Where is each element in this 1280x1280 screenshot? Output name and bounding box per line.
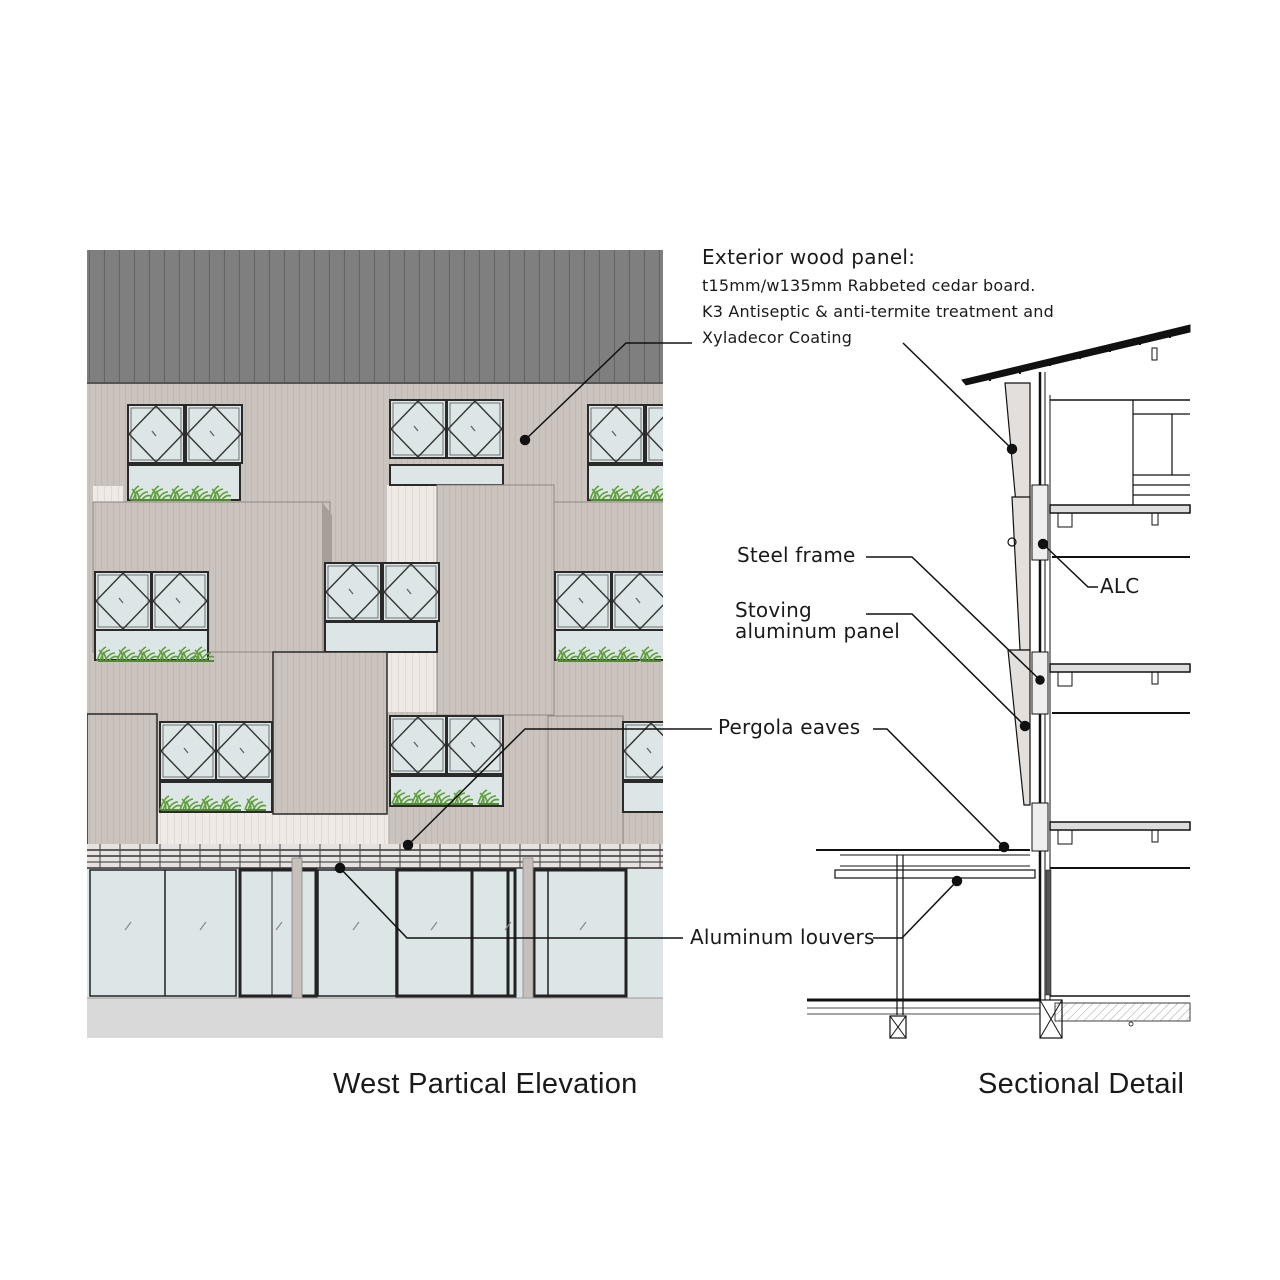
steel-frame-label: Steel frame (737, 543, 856, 567)
wood-panel-note-title: Exterior wood panel: (702, 245, 916, 269)
stoving-panel-label-line1: Stoving (735, 598, 812, 622)
roof (87, 250, 663, 383)
wood-panel-note-line: t15mm/w135mm Rabbeted cedar board. (702, 276, 1036, 295)
stoving-panel-label-line2: aluminum panel (735, 619, 901, 643)
elevation-caption: West Partical Elevation (333, 1068, 638, 1100)
pergola-eaves-label: Pergola eaves (718, 715, 861, 739)
stoving-aluminum-panel-section (1007, 649, 1031, 806)
column (522, 857, 534, 999)
aluminum-louvers-label: Aluminum louvers (690, 925, 875, 949)
storefront-glazing (87, 870, 663, 998)
section-caption: Sectional Detail (978, 1068, 1185, 1100)
leader-lines (334, 342, 1098, 939)
sectional-detail-drawing (807, 324, 1191, 1039)
alc-label: ALC (1100, 574, 1140, 598)
ground (87, 998, 663, 1038)
column (291, 857, 303, 999)
wood-panel-note-line: Xyladecor Coating (702, 328, 853, 347)
wood-panel-note-line: K3 Antiseptic & anti-termite treatment a… (702, 302, 1055, 321)
